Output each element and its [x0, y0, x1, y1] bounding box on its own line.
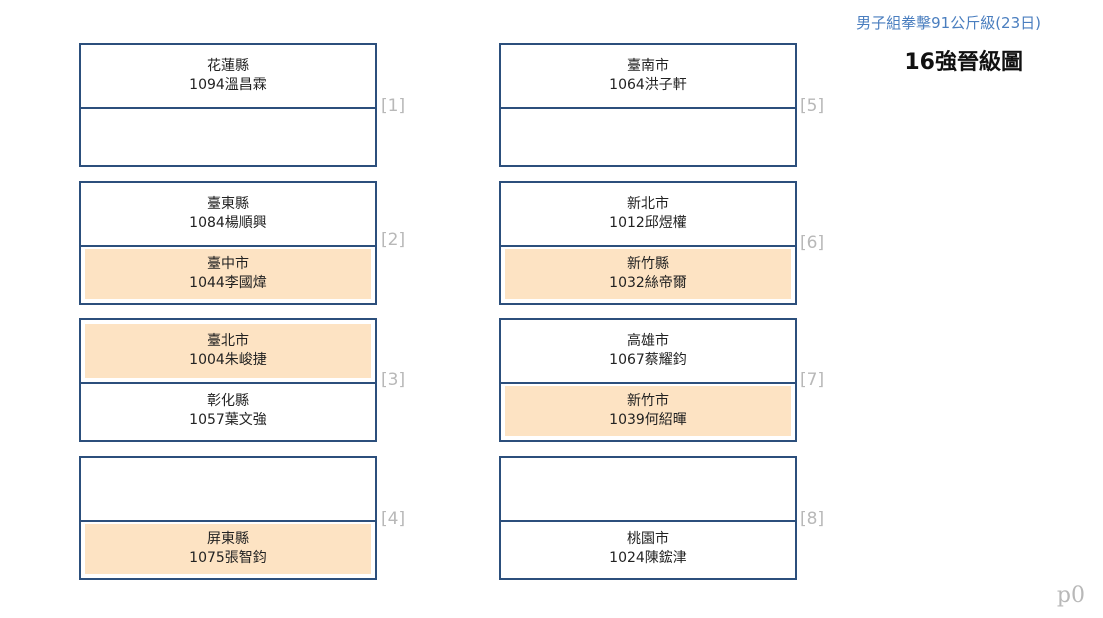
match-8: 桃園市 1024陳鋐津	[499, 456, 797, 580]
bracket-title: 16強晉級圖	[904, 50, 1023, 75]
team-name: 臺北市	[207, 333, 249, 349]
athlete-name: 1039何紹暉	[609, 412, 687, 428]
match-2-bottom-slot: 臺中市 1044李國煒	[81, 245, 375, 303]
match-1-bottom-slot	[81, 107, 375, 165]
match-number: [4]	[381, 509, 406, 529]
team-name: 屏東縣	[207, 531, 249, 547]
event-title: 男子組拳擊91公斤級(23日)	[856, 14, 1041, 32]
match-4: 屏東縣 1075張智鈞	[79, 456, 377, 580]
match-6-top-slot: 新北市 1012邱煜權	[501, 183, 795, 247]
match-3-top-slot: 臺北市 1004朱峻捷	[81, 320, 375, 384]
match-number: [1]	[381, 96, 406, 116]
team-name: 臺東縣	[207, 196, 249, 212]
page-mark: p0	[1056, 583, 1085, 608]
match-6: 新北市 1012邱煜權 新竹縣 1032絲帝爾	[499, 181, 797, 305]
match-number: [5]	[800, 96, 825, 116]
match-number: [8]	[800, 509, 825, 529]
athlete-name: 1044李國煒	[189, 275, 267, 291]
team-name: 桃園市	[627, 531, 669, 547]
athlete-name: 1024陳鋐津	[609, 550, 687, 566]
athlete-name: 1032絲帝爾	[609, 275, 687, 291]
match-6-bottom-slot: 新竹縣 1032絲帝爾	[501, 245, 795, 303]
team-name: 臺南市	[627, 58, 669, 74]
team-name: 花蓮縣	[207, 58, 249, 74]
match-5-bottom-slot	[501, 107, 795, 165]
match-5: 臺南市 1064洪子軒	[499, 43, 797, 167]
match-number: [3]	[381, 370, 406, 390]
match-8-bottom-slot: 桃園市 1024陳鋐津	[501, 520, 795, 578]
match-2-top-slot: 臺東縣 1084楊順興	[81, 183, 375, 247]
match-4-bottom-slot: 屏東縣 1075張智鈞	[81, 520, 375, 578]
match-2: 臺東縣 1084楊順興 臺中市 1044李國煒	[79, 181, 377, 305]
athlete-name: 1075張智鈞	[189, 550, 267, 566]
team-name: 新北市	[627, 196, 669, 212]
match-7-bottom-slot: 新竹市 1039何紹暉	[501, 382, 795, 440]
athlete-name: 1094溫昌霖	[189, 77, 267, 93]
match-7-top-slot: 高雄市 1067蔡耀鈞	[501, 320, 795, 384]
team-name: 臺中市	[207, 256, 249, 272]
athlete-name: 1067蔡耀鈞	[609, 352, 687, 368]
match-5-top-slot: 臺南市 1064洪子軒	[501, 45, 795, 109]
team-name: 彰化縣	[207, 393, 249, 409]
team-name: 新竹縣	[627, 256, 669, 272]
match-number: [2]	[381, 230, 406, 250]
team-name: 高雄市	[627, 333, 669, 349]
athlete-name: 1004朱峻捷	[189, 352, 267, 368]
match-1: 花蓮縣 1094溫昌霖	[79, 43, 377, 167]
team-name: 新竹市	[627, 393, 669, 409]
athlete-name: 1057葉文強	[189, 412, 267, 428]
athlete-name: 1012邱煜權	[609, 215, 687, 231]
athlete-name: 1084楊順興	[189, 215, 267, 231]
match-8-top-slot	[501, 458, 795, 522]
match-7: 高雄市 1067蔡耀鈞 新竹市 1039何紹暉	[499, 318, 797, 442]
match-number: [7]	[800, 370, 825, 390]
match-3: 臺北市 1004朱峻捷 彰化縣 1057葉文強	[79, 318, 377, 442]
match-3-bottom-slot: 彰化縣 1057葉文強	[81, 382, 375, 440]
match-1-top-slot: 花蓮縣 1094溫昌霖	[81, 45, 375, 109]
match-number: [6]	[800, 233, 825, 253]
athlete-name: 1064洪子軒	[609, 77, 687, 93]
match-4-top-slot	[81, 458, 375, 522]
